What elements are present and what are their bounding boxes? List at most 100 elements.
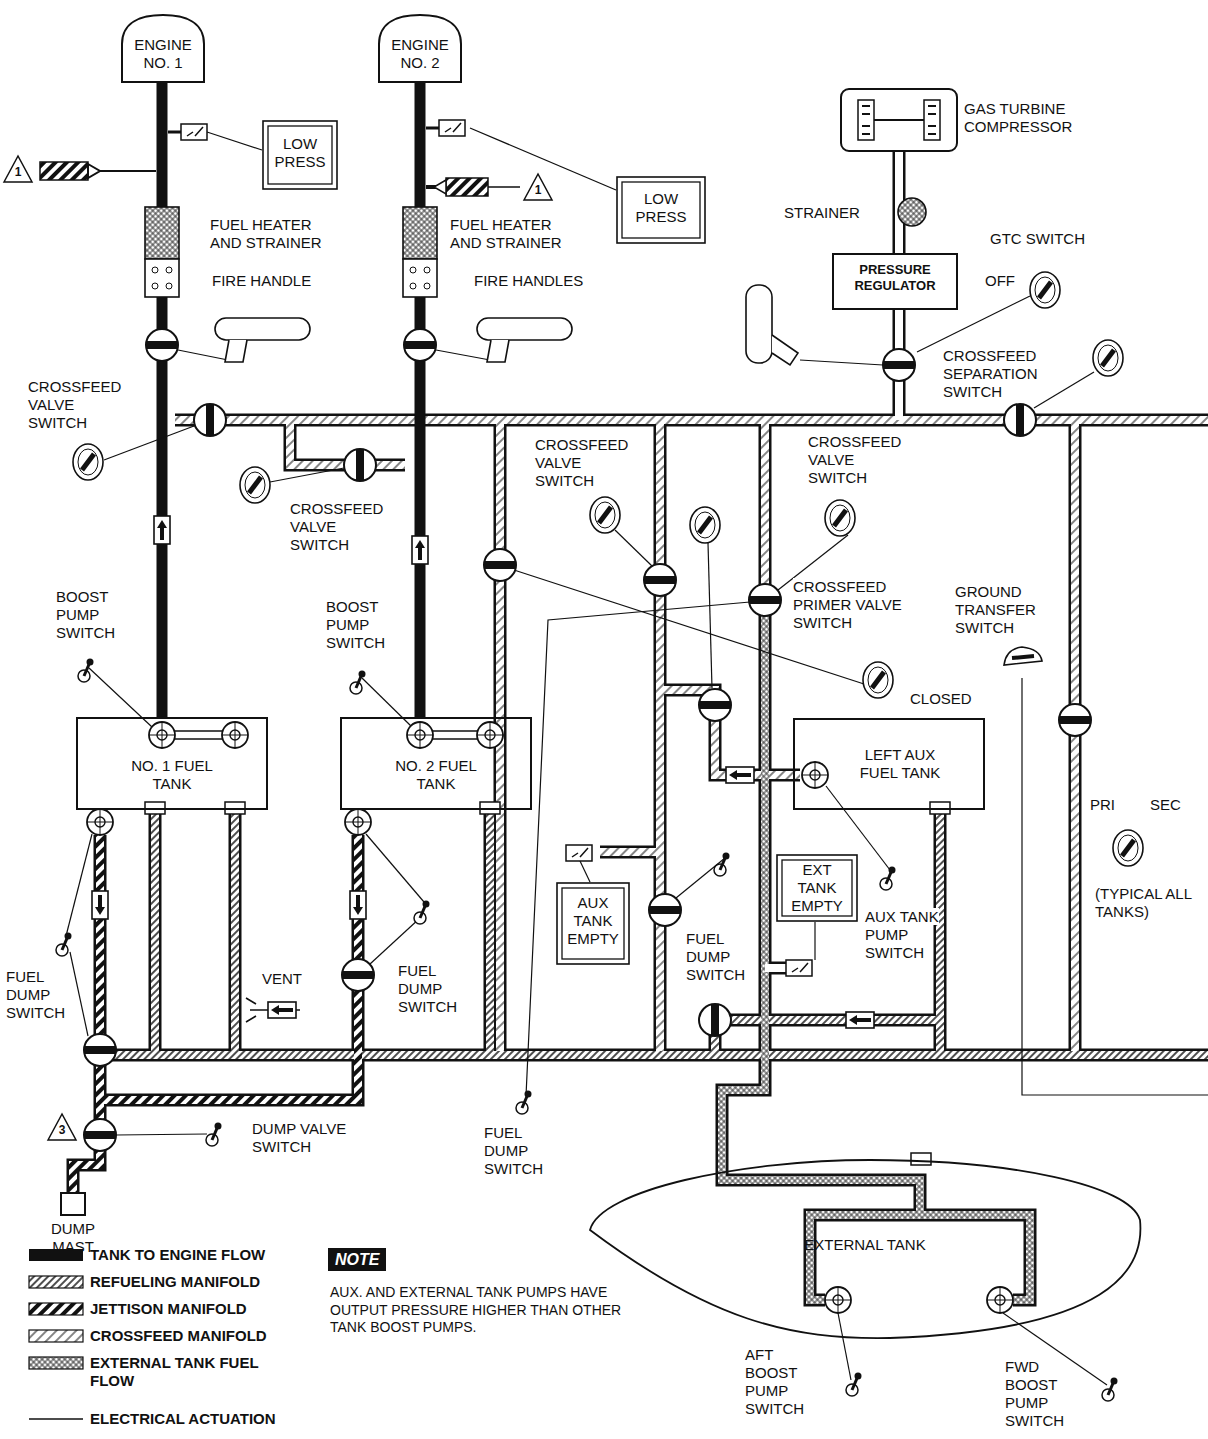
legend-pattern xyxy=(29,1276,83,1288)
dome-outline xyxy=(122,15,204,82)
fuel-strainer xyxy=(145,259,179,297)
quick-disconnect xyxy=(88,164,156,178)
flow-connector xyxy=(162,82,163,717)
note-badge: NOTE xyxy=(328,1248,386,1271)
node-label: AUX TANK EMPTY xyxy=(563,894,623,948)
part-label: CROSSFEED SEPARATION SWITCH xyxy=(943,347,1055,401)
toggle-switch xyxy=(78,659,94,683)
pump-symbol xyxy=(87,809,113,835)
pipe-outline xyxy=(660,690,800,775)
pressure-switch xyxy=(439,120,465,136)
valve-symbol xyxy=(484,549,516,581)
quick-disconnect xyxy=(40,162,88,180)
label-text: FIRE HANDLES xyxy=(474,272,583,289)
electrical-wire xyxy=(580,861,590,882)
callout-number-text: 1 xyxy=(15,165,22,179)
pipe-bore xyxy=(175,416,1208,424)
rotary-switch xyxy=(240,467,270,503)
legend-pattern xyxy=(29,1330,83,1342)
rotary-switch xyxy=(863,662,893,698)
dome-outline xyxy=(379,15,461,82)
electrical-wire xyxy=(104,426,194,460)
rotary-switch xyxy=(825,500,855,536)
legend-text: TANK TO ENGINE FLOW xyxy=(90,1246,295,1264)
node-label: ENGINE NO. 2 xyxy=(385,36,455,72)
pipe-bore xyxy=(656,420,664,1055)
label-text: AFT BOOST PUMP SWITCH xyxy=(745,1346,804,1417)
electrical-wire xyxy=(1022,678,1208,1095)
valve-symbol xyxy=(404,329,436,361)
part-label: (TYPICAL ALL TANKS) xyxy=(1095,885,1205,921)
valve-symbol xyxy=(749,584,781,616)
pipe-outline xyxy=(484,812,497,1055)
electrical-wire xyxy=(470,128,616,190)
pipe-outline xyxy=(149,812,162,1055)
part-label: AFT BOOST PUMP SWITCH xyxy=(745,1346,805,1418)
legend-swatch-box xyxy=(28,1274,84,1290)
legend-text: ELECTRICAL ACTUATION xyxy=(90,1410,295,1428)
toggle-switch xyxy=(516,1091,532,1115)
callout-number-text: 3 xyxy=(59,1123,66,1137)
label-text: FWD BOOST PUMP SWITCH xyxy=(1005,1358,1064,1429)
toggle-switch xyxy=(846,1373,862,1397)
legend-swatch-box xyxy=(28,1355,84,1371)
part-label: BOOST PUMP SWITCH xyxy=(326,598,401,652)
pipe-bore xyxy=(100,1051,1208,1059)
callout-triangle xyxy=(4,156,32,182)
valve-symbol xyxy=(146,329,178,361)
fuel-tank: LEFT AUX FUEL TANK xyxy=(793,718,985,810)
pressure-switch xyxy=(786,960,812,976)
pump-symbol xyxy=(345,809,371,835)
legend-swatch-box xyxy=(28,1328,84,1344)
part-label: DUMP VALVE SWITCH xyxy=(252,1120,372,1156)
electrical-wire xyxy=(366,834,424,902)
flow-connector xyxy=(420,82,421,717)
pipe-bore xyxy=(660,690,800,775)
box-border xyxy=(833,254,957,309)
connector-line xyxy=(157,82,168,717)
electrical-wire xyxy=(1034,372,1094,408)
pipe-bore xyxy=(765,964,786,972)
callout-triangle xyxy=(524,174,552,200)
node-label: EXT TANK EMPTY xyxy=(787,861,847,915)
electrical-wire xyxy=(615,530,652,566)
label-text: BOOST PUMP SWITCH xyxy=(326,598,385,651)
part-label: CROSSFEED VALVE SWITCH xyxy=(28,378,128,432)
compressor-shaft xyxy=(862,106,936,134)
valve-symbol xyxy=(84,1119,116,1151)
check-valve xyxy=(350,891,366,919)
engine-dome: ENGINE NO. 2 xyxy=(378,14,462,82)
part-label: STRAINER xyxy=(784,204,864,222)
external-tank: EXTERNAL TANK xyxy=(590,1160,1140,1340)
warning-light: LOW PRESS xyxy=(262,120,338,190)
pipe-outline xyxy=(100,835,358,1100)
label-text: CROSSFEED VALVE SWITCH xyxy=(808,433,901,486)
pump-symbol xyxy=(407,722,433,748)
legend-text: JETTISON MANIFOLD xyxy=(90,1300,295,1318)
pipe-outline xyxy=(600,846,660,859)
check-valve xyxy=(412,536,428,564)
legend-row: REFUELING MANIFOLD xyxy=(28,1273,295,1291)
electrical-wire xyxy=(362,678,412,727)
electrical-wire xyxy=(370,918,420,964)
pipe-outline xyxy=(1069,420,1082,1055)
toggle-switch xyxy=(56,933,72,957)
label-text: SEC xyxy=(1150,796,1181,813)
strainer-symbol xyxy=(898,198,926,226)
callout-number: 1 xyxy=(12,165,24,179)
legend-row: CROSSFEED MANIFOLD xyxy=(28,1327,295,1345)
pipe-bore xyxy=(600,848,660,856)
rotary-switch xyxy=(1030,272,1060,308)
part-label: CROSSFEED PRIMER VALVE SWITCH xyxy=(793,578,933,632)
rotary-switch xyxy=(1113,830,1143,866)
fuel-heater xyxy=(403,207,437,259)
node-label: NO. 1 FUEL TANK xyxy=(122,757,222,793)
check-valve xyxy=(268,1002,296,1018)
part-label: CLOSED xyxy=(910,690,990,708)
node-label: EXTERNAL TANK xyxy=(804,1236,925,1254)
valve-symbol xyxy=(699,1004,731,1036)
label-text: FUEL HEATER AND STRAINER xyxy=(450,216,562,251)
pipe-outline xyxy=(100,1049,1208,1062)
engine-dome: ENGINE NO. 1 xyxy=(121,14,205,82)
